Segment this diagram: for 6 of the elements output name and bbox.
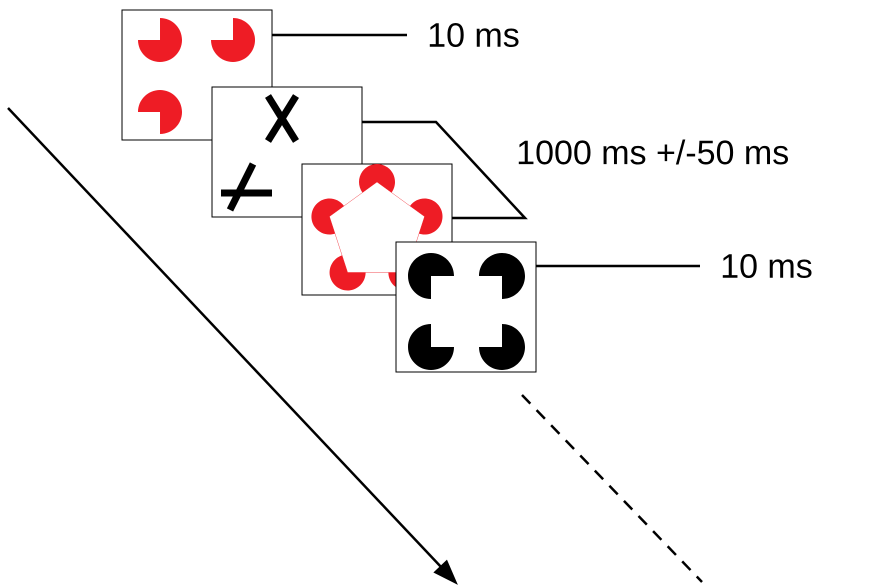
leader-line bbox=[272, 34, 407, 36]
duration-text: 10 ms bbox=[722, 254, 812, 278]
duration-text: 1000 ms +/-50 ms bbox=[518, 140, 788, 164]
leader-line bbox=[536, 264, 700, 268]
stimulus-frame bbox=[396, 242, 536, 372]
duration-text: 10 ms bbox=[430, 22, 519, 48]
